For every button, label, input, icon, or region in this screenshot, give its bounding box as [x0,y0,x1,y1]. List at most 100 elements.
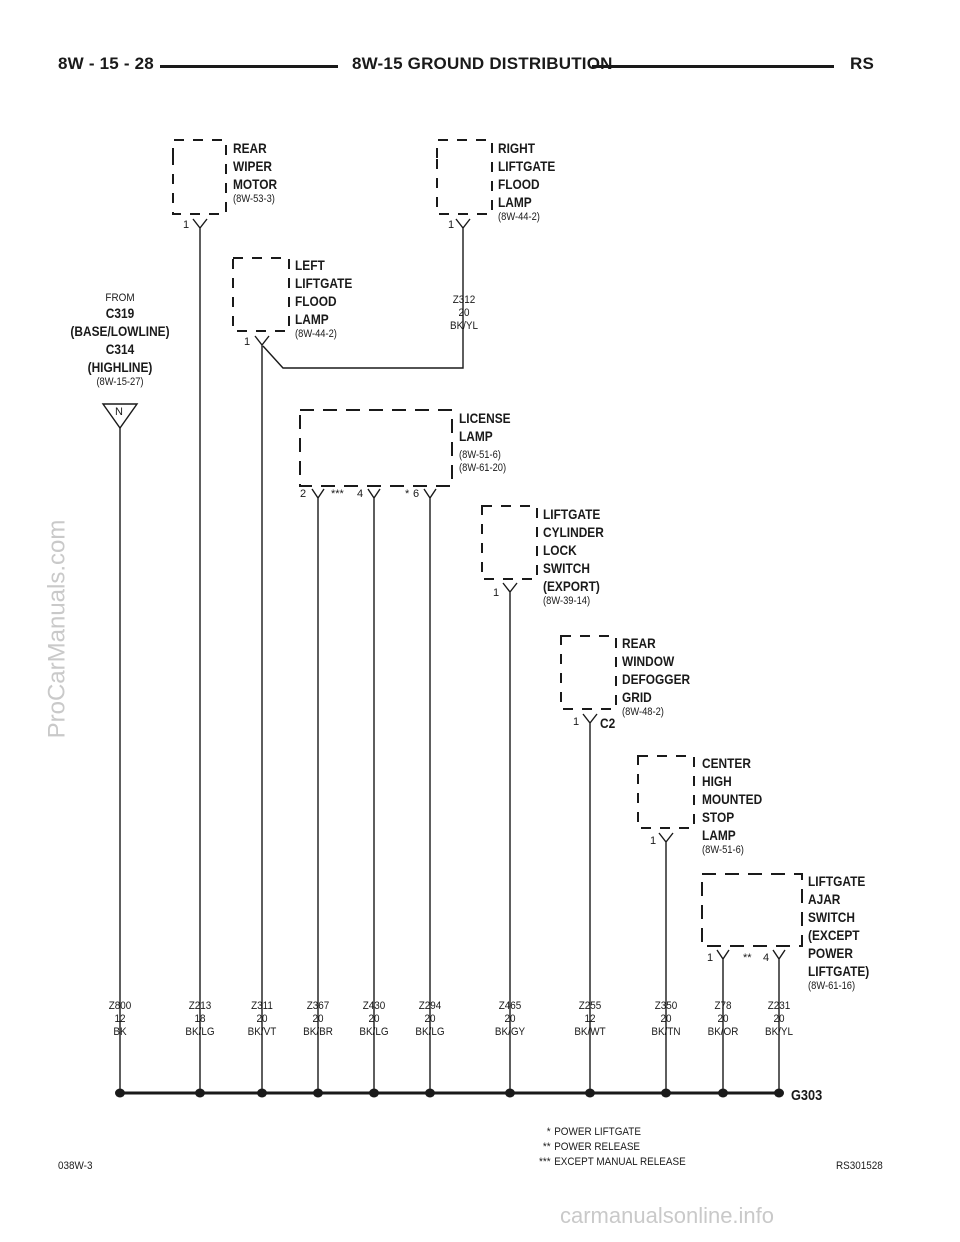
pin-label: 1 [493,587,500,599]
component-line: LIFTGATE [808,873,866,889]
pin-label: 1 [183,219,190,231]
ajar-switch-box [701,873,803,947]
wire-label-z311: Z311 20 BK/VT [235,1000,289,1039]
wire-label-z465: Z465 20 BK/GY [483,1000,537,1039]
wire-color: BK/OR [707,1026,739,1038]
ajar-switch-label: LIFTGATE AJAR SWITCH (EXCEPT POWER LIFTG… [808,872,880,993]
wire-color: BK/BR [303,1026,333,1038]
wire-z311 [254,335,270,1093]
wire-label-z430: Z430 20 BK/LG [347,1000,401,1039]
from-ref: (8W-15-27) [96,376,144,388]
wire-circuit: Z255 [578,1000,602,1012]
wire-circuit: Z800 [108,1000,132,1012]
wire-z255 [582,713,598,1093]
from-line-3: C314 [105,341,135,357]
pin-label: 6 [413,488,420,500]
connector-n-label: N [115,406,123,418]
wire-z350 [658,832,674,1093]
header-rule-right [592,65,834,68]
wire-gauge: 20 [660,1013,672,1025]
left-liftgate-flood-lamp-box [232,257,290,332]
wire-color: BK/LG [185,1026,215,1038]
from-line-1: C319 [105,305,135,321]
from-line-4: (HIGHLINE) [87,359,153,375]
wire-gauge: 20 [312,1013,324,1025]
wire-color: BK/LG [359,1026,389,1038]
wire-circuit: Z311 [251,1000,273,1012]
wire-gauge: 12 [114,1013,126,1025]
component-line: POWER [808,945,853,961]
component-line: MOTOR [233,176,278,192]
component-line: STOP [702,809,735,825]
legend-mark: * [405,488,410,500]
defogger-label: REAR WINDOW DEFOGGER GRID (8W-48-2) [622,634,702,719]
from-label: FROM [105,292,135,304]
pin-label: 1 [650,835,657,847]
component-line: WIPER [233,158,273,174]
legend-text: POWER RELEASE [554,1141,641,1153]
wire-label-z367: Z367 20 BK/BR [291,1000,345,1039]
wire-label-z800: Z800 12 BK [93,1000,147,1039]
component-line: WINDOW [622,653,675,669]
left-flood-lamp-label: LEFT LIFTGATE FLOOD LAMP (8W-44-2) [295,256,362,341]
license-lamp-box [299,409,453,487]
wire-circuit: Z465 [498,1000,522,1012]
wire-label-z294: Z294 20 BK/LG [403,1000,457,1039]
wire-color: BK/VT [247,1026,277,1038]
component-ref: (8W-44-2) [295,328,337,340]
legend-item: *POWER LIFTGATE [520,1125,686,1140]
component-line: LIFTGATE [295,275,353,291]
wire-label-z213: Z213 18 BK/LG [173,1000,227,1039]
component-ref: (8W-61-20) [459,462,507,474]
component-line: LIFTGATE [543,506,601,522]
legend-mark: ** [743,952,752,964]
component-line: LAMP [459,428,493,444]
component-line: LAMP [295,311,329,327]
chmsl-box [637,755,695,829]
component-line: MOUNTED [702,791,763,807]
legend-symbol: * [546,1126,551,1138]
pin-label: 2 [300,488,307,500]
lock-switch-box [481,505,538,580]
component-ref: (8W-51-6) [459,449,501,461]
wire-gauge: 20 [773,1013,785,1025]
component-line: REAR [622,635,656,651]
component-line: HIGH [702,773,732,789]
wire-z465 [502,582,518,1093]
pin-label: 1 [707,952,714,964]
wire-label-z78: Z78 20 BK/OR [696,1000,750,1039]
wire-z213 [192,218,208,1093]
connector-n-triangle [101,403,139,430]
ground-g303-label: G303 [791,1087,823,1104]
legend-text: POWER LIFTGATE [554,1126,641,1138]
right-flood-lamp-label: RIGHT LIFTGATE FLOOD LAMP (8W-44-2) [498,139,565,224]
from-line-2: (BASE/LOWLINE) [70,323,170,339]
legend-mark: *** [331,488,344,500]
splice-dots [115,1088,784,1098]
right-liftgate-flood-lamp-box [436,139,493,215]
pin-label: 1 [244,336,251,348]
wire-circuit: Z78 [714,1000,732,1012]
component-line: (EXCEPT [808,927,860,943]
component-line: RIGHT [498,140,536,156]
component-line: (EXPORT) [543,578,600,594]
component-line: LIFTGATE) [808,963,870,979]
bottom-watermark: carmanualsonline.info [560,1203,775,1228]
from-label-block: FROM C319 (BASE/LOWLINE) C314 (HIGHLINE)… [40,292,200,389]
component-line: SWITCH [543,560,590,576]
component-ref: (8W-61-16) [808,980,856,992]
component-line: LAMP [498,194,532,210]
component-ref: (8W-51-6) [702,844,744,856]
component-line: DEFOGGER [622,671,691,687]
legend: *POWER LIFTGATE **POWER RELEASE ***EXCEP… [520,1125,686,1170]
wire-circuit: Z430 [362,1000,386,1012]
pin-label: 1 [448,219,455,231]
component-line: LEFT [295,257,325,273]
wire-z78 [716,949,730,1093]
wire-circuit: Z312 [452,294,476,306]
wire-color: BK/TN [651,1026,681,1038]
component-line: CYLINDER [543,524,604,540]
wire-gauge: 20 [717,1013,729,1025]
component-line: FLOOD [498,176,540,192]
pin-label: 4 [763,952,770,964]
